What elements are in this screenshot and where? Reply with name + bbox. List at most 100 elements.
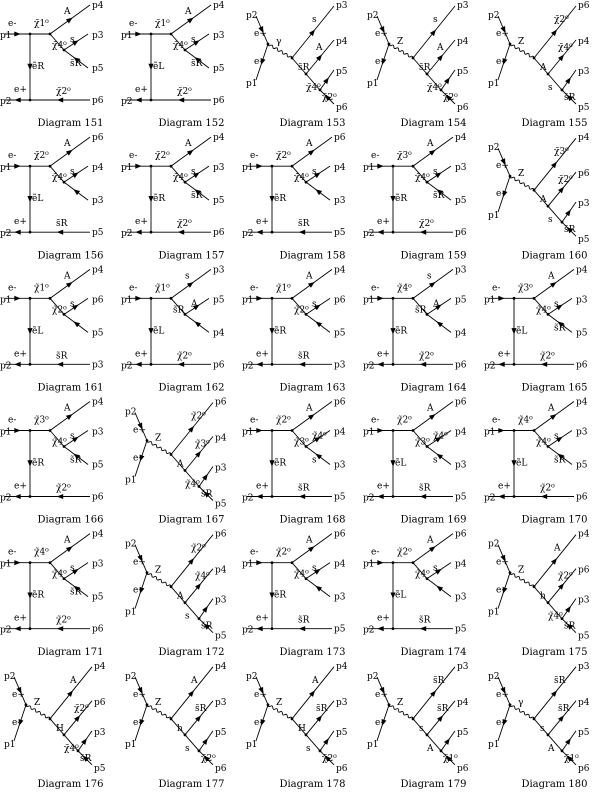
external-momentum: p6 — [455, 530, 467, 540]
neutralino-label: χ̃4⁰ — [52, 437, 67, 448]
arrow-head — [502, 58, 508, 66]
external-momentum: p2 — [121, 229, 133, 239]
external-momentum: p6 — [334, 530, 346, 540]
arrow-head — [550, 558, 558, 565]
external-momentum: p4 — [455, 560, 467, 570]
electron-label: e- — [129, 283, 137, 293]
arrow-head — [73, 585, 81, 592]
particle-label: A — [184, 139, 192, 149]
neutralino-label: χ̃2⁰ — [34, 150, 49, 161]
external-momentum: p1 — [0, 428, 12, 438]
external-momentum: p4 — [92, 530, 104, 540]
arrow-head — [65, 149, 73, 156]
arrow-head — [555, 436, 563, 443]
diagram-169: p1p2e-e+ẽLp6χ̃2⁰Ap4χ̃3⁰χ̃4⁰p3sp5s̃RDiagr… — [363, 398, 467, 526]
arrow-head — [187, 558, 195, 565]
particle-label: s — [70, 299, 75, 309]
arrow-head — [260, 718, 266, 726]
external-momentum: p5 — [457, 67, 469, 77]
external-momentum: p3 — [334, 593, 346, 603]
diagram-caption: Diagram 160 — [521, 250, 587, 261]
squark-label: s — [433, 456, 438, 466]
external-momentum: p6 — [92, 625, 104, 635]
external-momentum: p1 — [125, 740, 137, 750]
external-momentum: p4 — [213, 1, 225, 11]
particle-label: s̃R — [433, 675, 445, 686]
arrow-head — [377, 560, 384, 566]
arrow-head — [511, 328, 517, 335]
arrow-head — [71, 40, 79, 46]
external-momentum: p6 — [334, 295, 346, 305]
external-momentum: p5 — [92, 593, 104, 603]
propagator-label: H — [56, 724, 64, 734]
external-momentum: p6 — [457, 103, 469, 113]
diagram-165: p1p2e-e+ẽLp4χ̃3⁰Ap3χ̃4⁰sp5s̃Rp6χ̃2⁰Diagr… — [484, 265, 588, 393]
squark-label: s̃R — [554, 322, 566, 333]
external-momentum: p6 — [213, 96, 225, 106]
propagator-line — [305, 73, 321, 91]
arrow-head — [500, 554, 506, 562]
arrow-head — [565, 209, 571, 217]
particle-label: s — [554, 432, 559, 442]
particle-label: χ̃2⁰ — [201, 753, 216, 764]
gauge-boson-label: Z — [518, 169, 524, 179]
external-momentum: p1 — [121, 31, 133, 41]
particle-label: A — [553, 544, 561, 554]
external-momentum: p3 — [334, 360, 346, 370]
arrow-head — [71, 436, 79, 443]
arrow-head — [135, 229, 142, 235]
arrow-head — [540, 493, 548, 500]
arrow-head — [203, 755, 211, 762]
arrow-head — [202, 738, 208, 745]
external-momentum: p3 — [92, 428, 104, 438]
arrow-head — [557, 453, 565, 460]
arrow-head — [550, 690, 558, 697]
arrow-head — [377, 493, 384, 500]
external-momentum: p3 — [215, 464, 227, 474]
external-momentum: p2 — [246, 11, 258, 21]
external-momentum: p4 — [92, 1, 104, 11]
particle-label: s̃R — [80, 753, 92, 764]
arrow-head — [56, 361, 64, 367]
arrow-head — [498, 361, 505, 367]
external-momentum: p1 — [484, 295, 496, 305]
arrow-head — [377, 229, 384, 235]
arrow-head — [194, 321, 202, 328]
arrow-head — [565, 738, 571, 745]
arrow-head — [73, 321, 81, 328]
diagram-caption: Diagram 151 — [37, 118, 103, 129]
external-momentum: p5 — [213, 196, 225, 206]
gauge-boson-label: Z — [34, 698, 40, 708]
external-momentum: p1 — [484, 428, 496, 438]
neutralino-label: χ̃4⁰ — [536, 437, 551, 448]
electron-label: e- — [496, 57, 504, 67]
diagram-caption: Diagram 167 — [158, 515, 224, 526]
gauge-boson-label: Z — [518, 37, 524, 47]
arrow-head — [177, 229, 185, 235]
exchange-label: ẽR — [395, 325, 407, 336]
external-momentum: p1 — [363, 428, 375, 438]
arrow-head — [445, 755, 453, 762]
arrow-head — [390, 592, 396, 599]
positron-label: e+ — [133, 426, 146, 436]
electron-label: e- — [250, 548, 258, 558]
positron-label: e+ — [135, 217, 148, 227]
diagram-caption: Diagram 158 — [279, 250, 345, 261]
neutralino-label: χ̃2⁰ — [276, 547, 291, 558]
arrow-head — [135, 31, 142, 37]
propagator-line — [412, 430, 428, 447]
external-momentum: p2 — [0, 229, 12, 239]
external-momentum: p4 — [92, 265, 104, 275]
electron-label: e- — [133, 454, 141, 464]
arrow-head — [65, 17, 73, 24]
particle-label: s — [191, 167, 196, 177]
arrow-head — [377, 427, 384, 434]
external-momentum: p5 — [213, 295, 225, 305]
boson-wave — [25, 704, 51, 719]
external-momentum: p4 — [92, 163, 104, 173]
particle-label: A — [426, 404, 434, 414]
arrow-head — [186, 149, 194, 156]
propagator-line — [49, 165, 65, 183]
external-momentum: p4 — [336, 662, 348, 672]
arrow-head — [135, 361, 142, 367]
